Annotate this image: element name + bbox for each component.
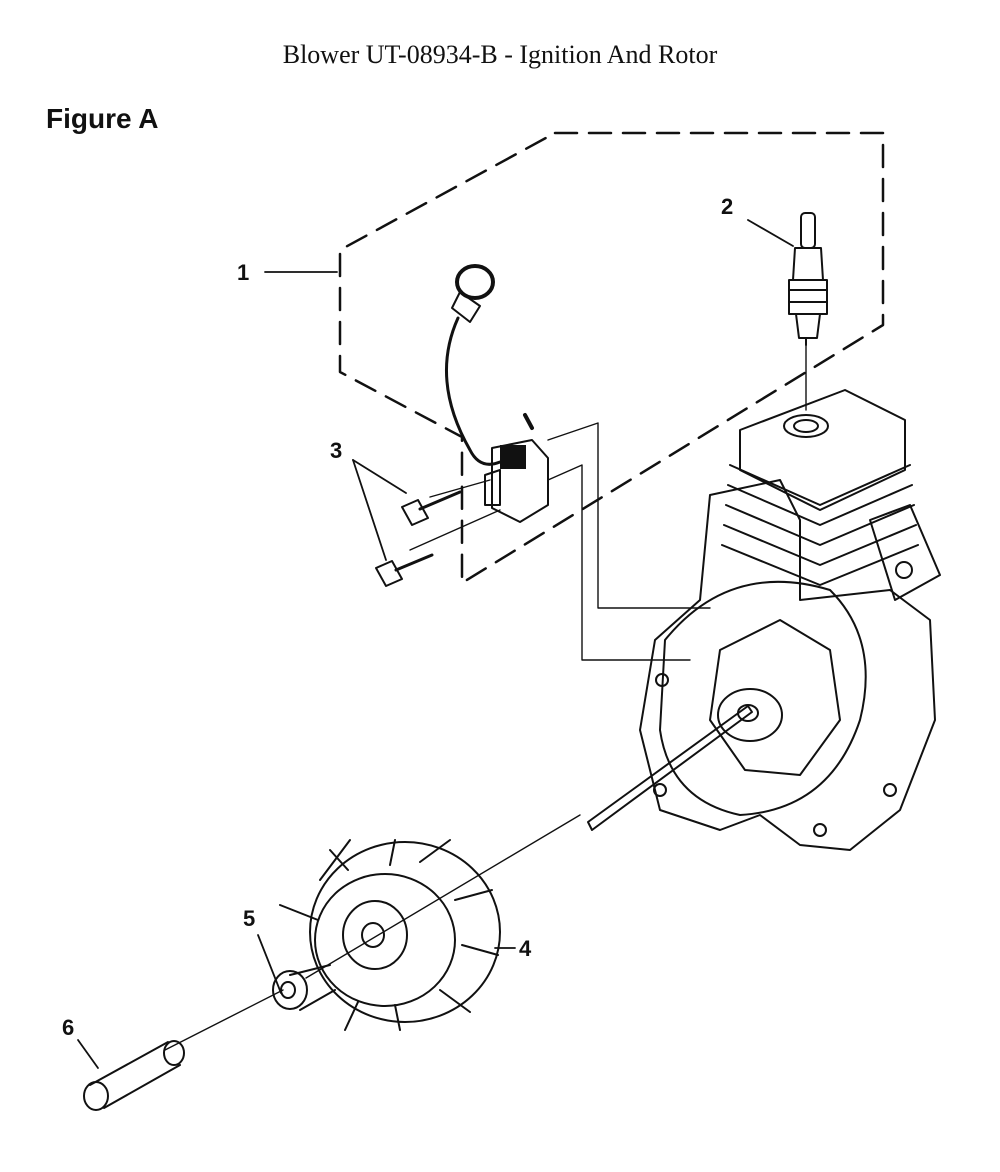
callout-6: 6 [62,1015,74,1040]
assembly-lines [164,339,807,1051]
washer-icon [272,970,308,1010]
callout-5: 5 [243,906,255,931]
page-title: Blower UT-08934-B - Ignition And Rotor [282,40,718,69]
callout-1: 1 [237,260,249,285]
spark-plug-icon [788,212,828,346]
ignition-coil-icon [444,264,549,523]
screw-icon [375,490,462,587]
callout-3: 3 [330,438,342,463]
flywheel-rotor-icon [279,839,501,1031]
kit-boundary-dashed [338,131,885,585]
leader-lines [77,219,794,1069]
figure-label: Figure A [46,103,159,134]
callout-4: 4 [519,936,532,961]
engine-block-icon [587,389,941,851]
pin-icon [83,1040,185,1111]
callout-2: 2 [721,194,733,219]
callout-numbers: 1 2 3 4 5 6 [62,194,733,1040]
